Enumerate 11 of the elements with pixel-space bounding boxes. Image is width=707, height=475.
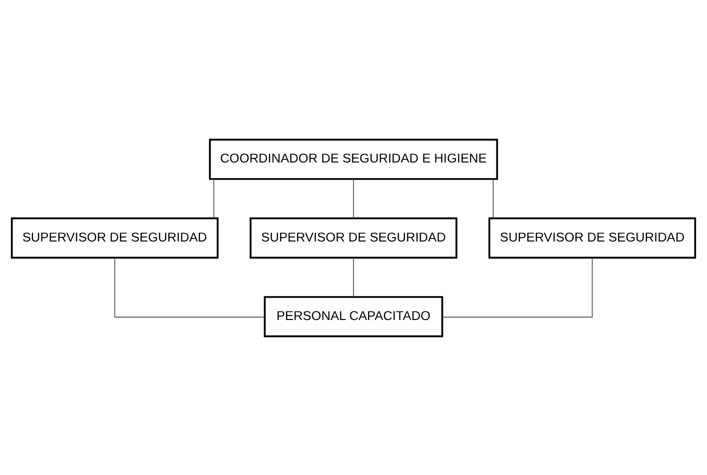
connector bbox=[492, 178, 494, 218]
connector bbox=[442, 257, 593, 318]
node-box: SUPERVISOR DE SEGURIDAD bbox=[488, 216, 696, 258]
connector bbox=[353, 178, 354, 218]
connector bbox=[114, 257, 266, 318]
connector bbox=[353, 256, 354, 297]
node-box: SUPERVISOR DE SEGURIDAD bbox=[250, 216, 458, 258]
node-box: COORDINADOR DE SEGURIDAD E HIGIENE bbox=[208, 138, 498, 180]
connector bbox=[213, 178, 214, 218]
node-box: PERSONAL CAPACITADO bbox=[264, 296, 444, 337]
node-box: SUPERVISOR DE SEGURIDAD bbox=[10, 216, 219, 258]
